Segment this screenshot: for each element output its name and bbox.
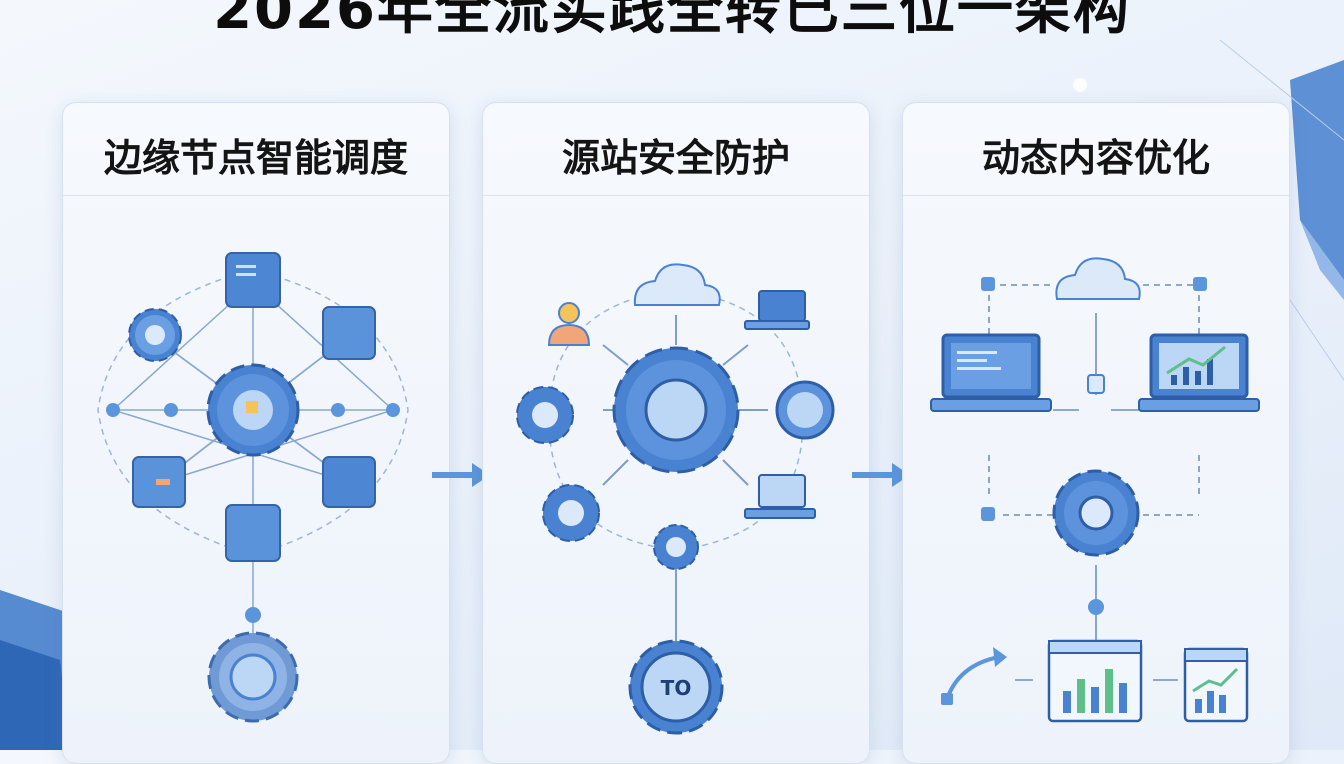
gear-icon — [653, 524, 699, 570]
gear-icon — [207, 631, 299, 723]
cloud-icon — [633, 263, 721, 306]
gear-icon — [516, 386, 574, 444]
laptop-icon — [1138, 333, 1260, 412]
panel-origin-security: 源站安全防护 — [482, 102, 870, 764]
gear-icon — [542, 484, 600, 542]
security-diagram: TO — [516, 263, 835, 735]
analytics-chart-icon — [1047, 639, 1143, 723]
flow-arrow-icon — [432, 463, 490, 487]
laptop-icon — [744, 474, 816, 519]
panel-title: 源站安全防护 — [561, 136, 790, 180]
gear-label: TO — [661, 676, 692, 700]
content-optimization-diagram — [930, 257, 1260, 723]
panel-header: 边缘节点智能调度 — [63, 103, 449, 196]
panel-header: 源站安全防护 — [483, 103, 869, 196]
user-icon — [547, 302, 591, 346]
edge-network-diagram — [97, 252, 409, 723]
flow-arrow-icon — [852, 463, 910, 487]
panel-dynamic-content: 动态内容优化 — [902, 102, 1290, 764]
panel-header: 动态内容优化 — [903, 103, 1289, 196]
page-title: 2026年全流实践全转已三位一架构 — [213, 0, 1131, 42]
laptop-icon — [744, 290, 810, 330]
shield-icon — [775, 380, 835, 440]
panel-title: 边缘节点智能调度 — [103, 136, 408, 180]
report-chart-icon — [1183, 647, 1249, 723]
gear-icon — [1052, 469, 1140, 557]
gear-icon — [206, 363, 300, 457]
cloud-icon — [1055, 257, 1141, 300]
laptop-icon — [930, 333, 1052, 412]
panel-edge-scheduling: 边缘节点智能调度 — [62, 102, 450, 764]
gear-icon — [612, 346, 740, 474]
gear-icon — [128, 308, 182, 362]
gear-icon — [628, 639, 724, 735]
panel-title: 动态内容优化 — [981, 136, 1210, 180]
